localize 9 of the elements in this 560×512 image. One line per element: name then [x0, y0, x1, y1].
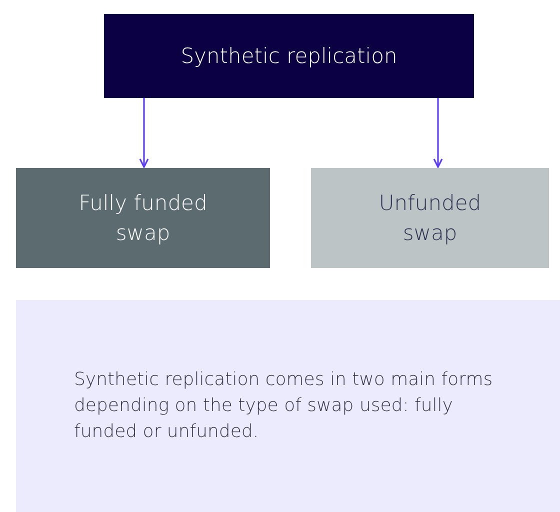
box-label: Fully funded swap	[78, 190, 208, 247]
box-label: Synthetic replication	[180, 42, 398, 70]
arrow	[433, 98, 443, 168]
process-box	[104, 14, 474, 98]
process-box	[16, 168, 270, 268]
process-box	[311, 168, 549, 268]
note-text: Synthetic replication comes in two main forms depending on the type of swap used: fully funded or unfunded.	[74, 368, 494, 444]
arrow	[139, 98, 149, 168]
box-label: Unfunded swap	[378, 190, 482, 247]
